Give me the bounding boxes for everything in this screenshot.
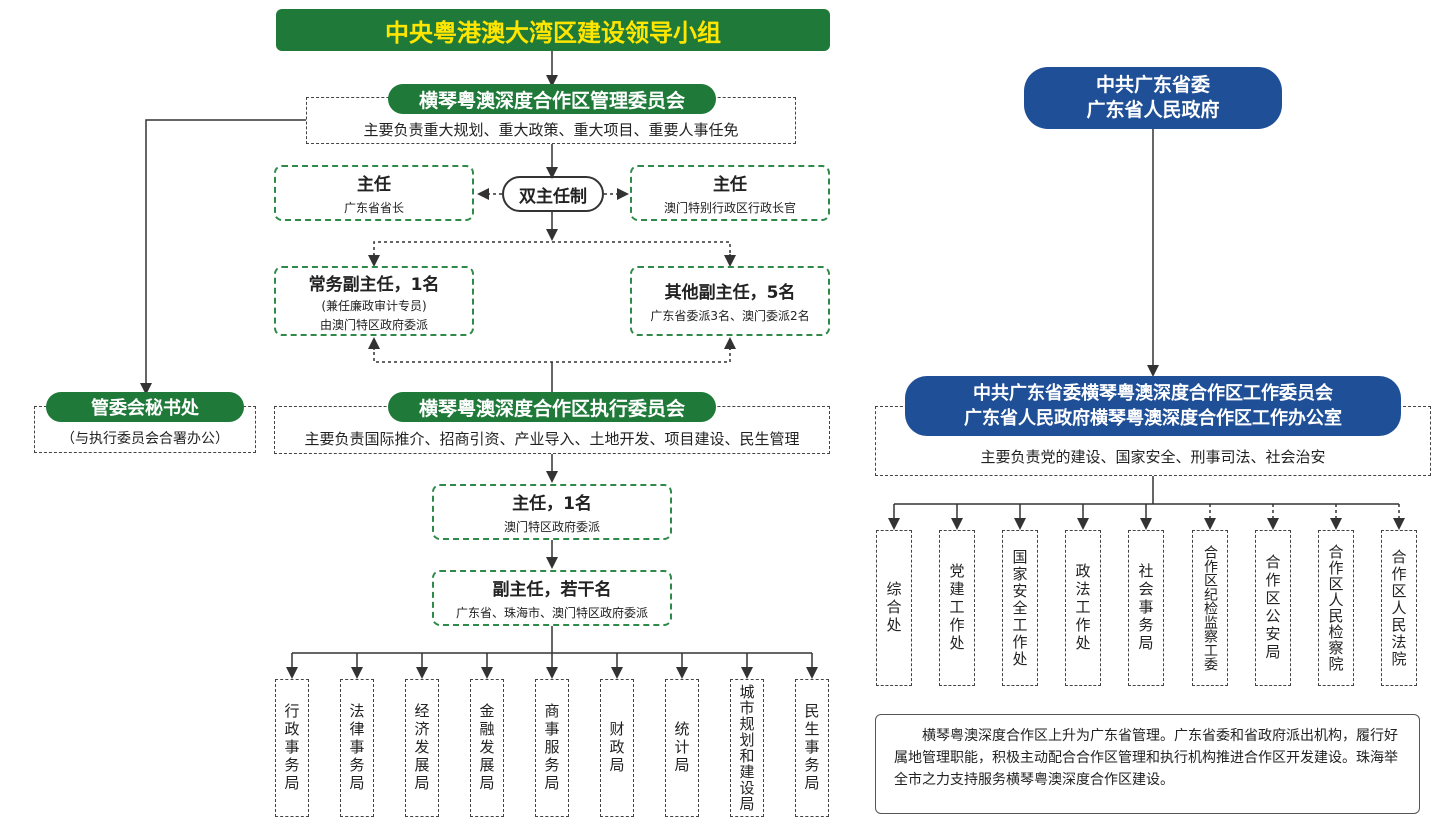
secretariat-title: 管委会秘书处	[46, 392, 244, 422]
dual-director-label: 双主任制	[502, 176, 604, 212]
gd-work-line2: 广东省人民政府横琴粤澳深度合作区工作办公室	[964, 408, 1342, 429]
mgmt-committee-desc: 主要负责重大规划、重大政策、重大项目、重要人事任免	[363, 120, 739, 139]
exec-vice-line2: 由澳门特区政府委派	[319, 317, 428, 332]
gd-unit: 社会事务局	[1128, 530, 1164, 686]
exec-bureau: 民生事务局	[795, 679, 829, 817]
exec-bureau: 财政局	[600, 679, 634, 817]
gd-unit: 合作区人民法院	[1381, 530, 1417, 686]
gd-unit: 综合处	[876, 530, 912, 686]
gd-unit: 合作区人民检察院	[1318, 530, 1354, 686]
secretariat-sub: （与执行委员会合署办公）	[61, 431, 229, 447]
director-left-title: 主任	[357, 175, 391, 195]
gd-unit: 合作区纪检监察工委	[1192, 530, 1228, 686]
director-right-title: 主任	[713, 175, 747, 195]
director-left-sub: 广东省省长	[343, 201, 404, 215]
exec-bureau: 统计局	[665, 679, 699, 817]
director-left-box: 主任 广东省省长	[274, 165, 474, 221]
exec-bureau: 商事服务局	[535, 679, 569, 817]
exec-bureau: 经济发展局	[405, 679, 439, 817]
director-right-sub: 澳门特别行政区行政长官	[663, 201, 796, 215]
gd-unit: 合作区公安局	[1255, 530, 1291, 686]
gd-work-line1: 中共广东省委横琴粤澳深度合作区工作委员会	[973, 383, 1333, 404]
exec-director-sub: 澳门特区政府委派	[503, 520, 600, 534]
exec-vice-line1: (兼任廉政审计专员)	[321, 298, 427, 313]
exec-deputy-sub: 广东省、珠海市、澳门特区政府委派	[455, 606, 648, 620]
note-box: 横琴粤澳深度合作区上升为广东省管理。广东省委和省政府派出机构，履行好属地管理职能…	[875, 714, 1420, 814]
other-vice-box: 其他副主任，5名 广东省委派3名、澳门委派2名	[630, 266, 830, 336]
exec-director-title: 主任，1名	[512, 494, 592, 514]
other-vice-title: 其他副主任，5名	[664, 283, 796, 303]
exec-committee-title: 横琴粤澳深度合作区执行委员会	[388, 392, 716, 422]
gd-top-line2: 广东省人民政府	[1086, 99, 1220, 121]
exec-director-box: 主任，1名 澳门特区政府委派	[432, 484, 672, 540]
exec-committee-desc: 主要负责国际推介、招商引资、产业导入、土地开发、项目建设、民生管理	[304, 429, 800, 448]
gd-unit: 党建工作处	[939, 530, 975, 686]
exec-bureau: 法律事务局	[340, 679, 374, 817]
exec-deputy-title: 副主任，若干名	[492, 580, 612, 600]
exec-deputy-box: 副主任，若干名 广东省、珠海市、澳门特区政府委派	[432, 570, 672, 626]
exec-bureau: 金融发展局	[470, 679, 504, 817]
mgmt-committee-title: 横琴粤澳深度合作区管理委员会	[388, 84, 716, 114]
gd-top-box: 中共广东省委 广东省人民政府	[1024, 67, 1282, 129]
exec-bureau: 城市规划和建设局	[730, 679, 764, 817]
director-right-box: 主任 澳门特别行政区行政长官	[630, 165, 830, 221]
exec-vice-title: 常务副主任，1名	[308, 274, 440, 295]
gd-unit: 国家安全工作处	[1002, 530, 1038, 686]
other-vice-sub: 广东省委派3名、澳门委派2名	[650, 309, 810, 323]
gd-top-line1: 中共广东省委	[1095, 74, 1210, 96]
exec-bureau: 行政事务局	[275, 679, 309, 817]
top-title: 中央粤港澳大湾区建设领导小组	[276, 9, 830, 51]
gd-work-title-box: 中共广东省委横琴粤澳深度合作区工作委员会 广东省人民政府横琴粤澳深度合作区工作办…	[905, 376, 1401, 436]
gd-unit: 政法工作处	[1065, 530, 1101, 686]
gd-work-desc: 主要负责党的建设、国家安全、刑事司法、社会治安	[980, 447, 1326, 466]
exec-vice-box: 常务副主任，1名 (兼任廉政审计专员) 由澳门特区政府委派	[274, 266, 474, 336]
